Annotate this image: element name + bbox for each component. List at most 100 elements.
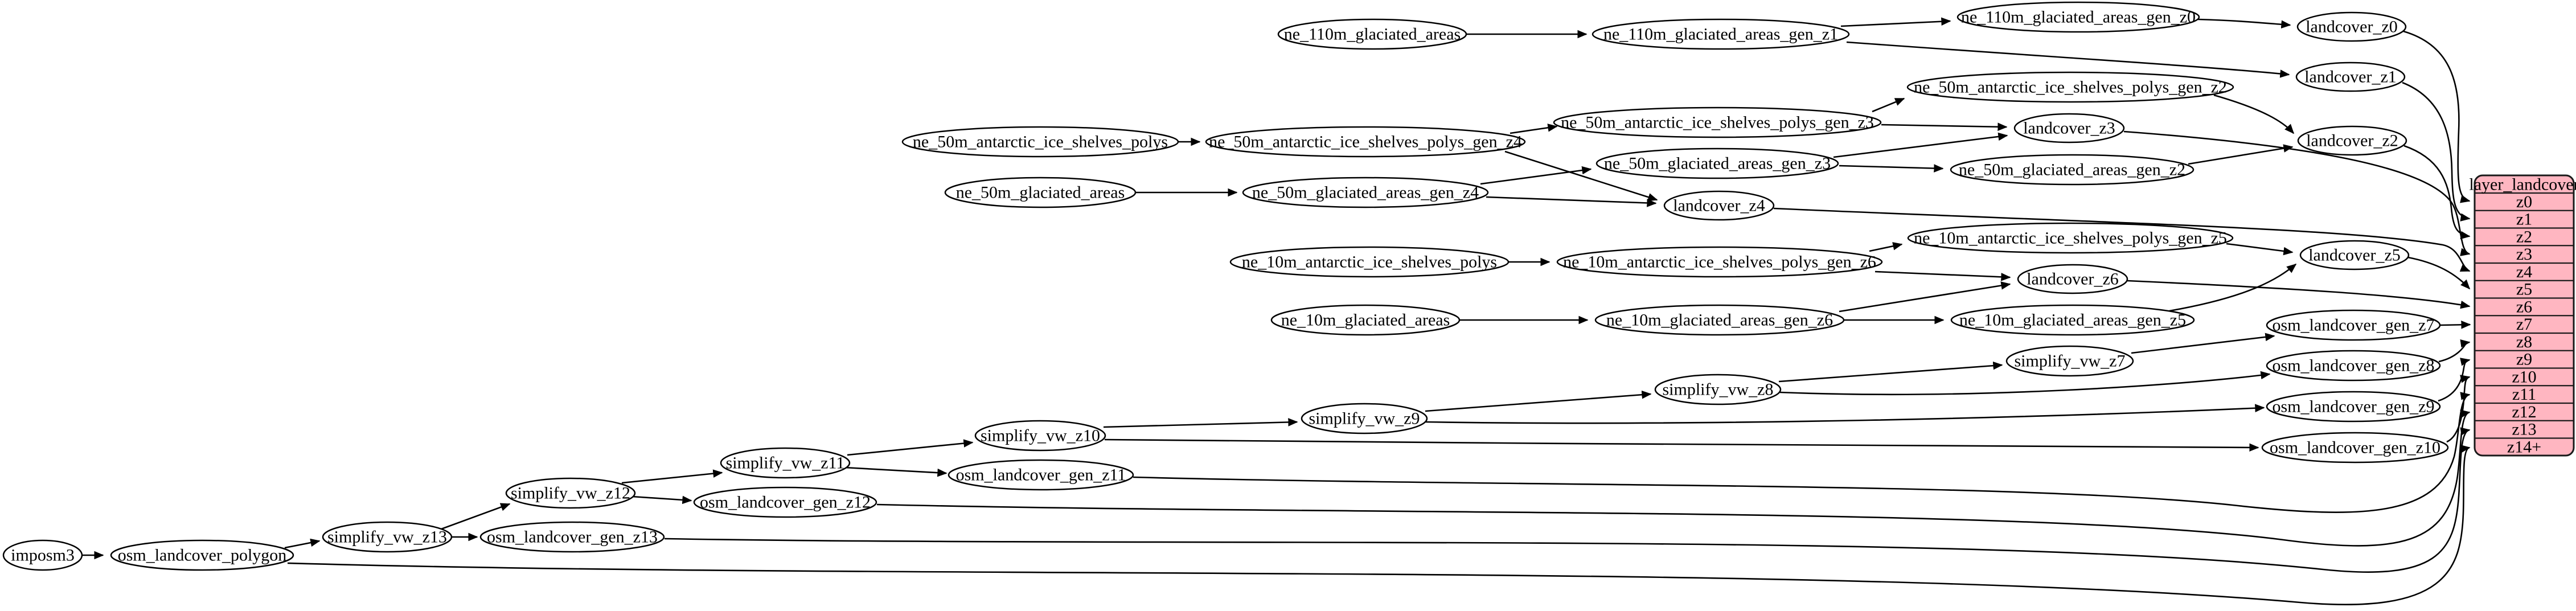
edge-simplify_vw_z8-osm_landcover_gen_z8 bbox=[1779, 371, 2271, 395]
edge-simplify_vw_z9-osm_landcover_gen_z9 bbox=[1425, 404, 2265, 424]
node-ne_50m_glaciated_areas: ne_50m_glaciated_areas bbox=[944, 177, 1137, 208]
node-ne_50m_glaciated_areas_gen_z2-label: ne_50m_glaciated_areas_gen_z2 bbox=[1959, 161, 2185, 179]
edge-simplify_vw_z7-osm_landcover_gen_z7 bbox=[2131, 333, 2275, 354]
node-simplify_vw_z12-shape bbox=[505, 477, 636, 509]
edge-ne_50m_glac_gen_z2-landcover_z2 bbox=[2188, 144, 2294, 165]
node-simplify_vw_z11-shape bbox=[720, 447, 851, 479]
node-simplify_vw_z12-label: simplify_vw_z12 bbox=[511, 484, 630, 503]
node-ne_10m_glaciated_areas_gen_z5: ne_10m_glaciated_areas_gen_z5 bbox=[1950, 304, 2195, 336]
node-landcover_z2-label: landcover_z2 bbox=[2306, 132, 2398, 150]
node-ne_110m_glaciated_areas_gen_z0-shape bbox=[1956, 1, 2200, 33]
node-landcover_z0: landcover_z0 bbox=[2296, 11, 2407, 42]
node-simplify_vw_z7: simplify_vw_z7 bbox=[2005, 345, 2134, 377]
edge-ne_50m_polys_gen_z4-gen_z3 bbox=[1509, 124, 1558, 134]
node-osm_landcover_gen_z8: osm_landcover_gen_z8 bbox=[2266, 350, 2441, 382]
node-ne_50m_antarctic_ice_shelves_polys_gen_z2: ne_50m_antarctic_ice_shelves_polys_gen_z… bbox=[1906, 71, 2234, 103]
table-row-z11: z11 bbox=[2512, 385, 2536, 404]
node-osm_landcover_gen_z12-shape bbox=[693, 486, 877, 518]
table-row-z14plus: z14+ bbox=[2507, 437, 2541, 456]
edge-osm_landcover_gen_z11-z11 bbox=[1133, 392, 2471, 513]
edge-simplify_vw_z10-osm_landcover_gen_z10 bbox=[1104, 438, 2259, 452]
edge-simplify_vw_z12-simplify_vw_z11 bbox=[621, 469, 723, 484]
node-imposm3-label: imposm3 bbox=[11, 546, 75, 565]
node-landcover_z3-shape bbox=[2013, 113, 2125, 143]
node-ne_50m_antarctic_ice_shelves_polys_gen_z4: ne_50m_antarctic_ice_shelves_polys_gen_z… bbox=[1205, 126, 1526, 158]
node-ne_50m_antarctic_ice_shelves_polys-label: ne_50m_antarctic_ice_shelves_polys bbox=[913, 133, 1168, 151]
edge-landcover_z1-z1 bbox=[2402, 81, 2471, 222]
node-ne_50m_glaciated_areas_gen_z3-label: ne_50m_glaciated_areas_gen_z3 bbox=[1604, 154, 1831, 173]
edge-simplify_vw_z8-simplify_vw_z7 bbox=[1778, 361, 2003, 383]
node-landcover_z5: landcover_z5 bbox=[2299, 240, 2410, 270]
node-osm_landcover_polygon-shape bbox=[110, 539, 294, 571]
node-ne_10m_antarctic_ice_shelves_polys_gen_z6-label: ne_10m_antarctic_ice_shelves_polys_gen_z… bbox=[1563, 253, 1876, 272]
node-ne_50m_antarctic_ice_shelves_polys_gen_z2-shape bbox=[1906, 71, 2234, 103]
node-simplify_vw_z8: simplify_vw_z8 bbox=[1654, 374, 1782, 405]
edge-landcover_z4-z4 bbox=[1773, 207, 2471, 272]
edge-ne_10m_polys_gen_z6-gen_z5 bbox=[1869, 242, 1903, 252]
node-ne_110m_glaciated_areas_gen_z0: ne_110m_glaciated_areas_gen_z0 bbox=[1956, 1, 2200, 33]
node-simplify_vw_z9-label: simplify_vw_z9 bbox=[1309, 409, 1420, 428]
table-row-z4: z4 bbox=[2516, 263, 2532, 281]
edge-landcover_z6-z6 bbox=[2127, 280, 2471, 309]
edge-ne_50m_glac_gen_z4-gen_z3 bbox=[1480, 166, 1592, 185]
node-landcover_z1-shape bbox=[2295, 61, 2406, 92]
node-landcover_z3-label: landcover_z3 bbox=[2023, 119, 2115, 138]
node-ne_110m_glaciated_areas: ne_110m_glaciated_areas bbox=[1277, 18, 1467, 50]
node-osm_landcover_gen_z9: osm_landcover_gen_z9 bbox=[2266, 391, 2441, 423]
node-osm_landcover_gen_z12: osm_landcover_gen_z12 bbox=[693, 486, 877, 518]
node-ne_50m_antarctic_ice_shelves_polys_gen_z2-label: ne_50m_antarctic_ice_shelves_polys_gen_z… bbox=[1914, 78, 2227, 97]
node-ne_110m_glaciated_areas_gen_z1-label: ne_110m_glaciated_areas_gen_z1 bbox=[1603, 25, 1838, 44]
node-osm_landcover_polygon-label: osm_landcover_polygon bbox=[118, 546, 287, 565]
node-ne_50m_antarctic_ice_shelves_polys: ne_50m_antarctic_ice_shelves_polys bbox=[901, 126, 1179, 158]
node-simplify_vw_z7-label: simplify_vw_z7 bbox=[2015, 352, 2126, 371]
node-landcover_z3: landcover_z3 bbox=[2013, 113, 2125, 143]
table-row-separators bbox=[2475, 192, 2574, 439]
edge-osm_landcover_gen_z8-z8 bbox=[2438, 339, 2471, 363]
node-ne_50m_glaciated_areas_gen_z2-shape bbox=[1950, 154, 2194, 186]
table-row-z7: z7 bbox=[2516, 315, 2532, 334]
node-landcover_z5-shape bbox=[2299, 240, 2410, 270]
edge-ne_10m_glac_gen_z6-landcover_z6 bbox=[1839, 281, 2011, 313]
node-simplify_vw_z11-label: simplify_vw_z11 bbox=[726, 454, 845, 473]
node-ne_50m_glaciated_areas_gen_z4-shape bbox=[1242, 177, 1489, 208]
node-ne_10m_glaciated_areas_gen_z5-shape bbox=[1950, 304, 2195, 336]
node-ne_50m_glaciated_areas_gen_z3: ne_50m_glaciated_areas_gen_z3 bbox=[1595, 147, 1839, 179]
edge-simplify_vw_z11-simplify_vw_z10 bbox=[847, 439, 974, 456]
edge-landcover_z0-z0 bbox=[2403, 30, 2471, 203]
node-landcover_z4: landcover_z4 bbox=[1663, 190, 1775, 221]
node-osm_landcover_gen_z7: osm_landcover_gen_z7 bbox=[2266, 309, 2441, 341]
table-row-z5: z5 bbox=[2516, 280, 2532, 299]
node-osm_landcover_gen_z7-shape bbox=[2266, 309, 2441, 341]
edge-simplify_vw_z12-osm_landcover_gen_z12 bbox=[631, 495, 692, 505]
edge-landcover_z3-z3 bbox=[2123, 130, 2471, 256]
edge-ne_50m_polys_gen_z4-landcover_z4 bbox=[1504, 150, 1658, 202]
node-imposm3: imposm3 bbox=[2, 539, 83, 571]
table-row-z8: z8 bbox=[2516, 333, 2532, 351]
table-row-z13: z13 bbox=[2512, 420, 2536, 439]
edge-ne_50m_polys_gen_z3-gen_z2 bbox=[1872, 97, 1905, 113]
edge-osm_landcover_gen_z12-z12 bbox=[876, 409, 2471, 547]
node-osm_landcover_gen_z13: osm_landcover_gen_z13 bbox=[479, 521, 665, 553]
node-simplify_vw_z10: simplify_vw_z10 bbox=[974, 420, 1106, 452]
node-imposm3-shape bbox=[2, 539, 83, 571]
node-ne_10m_antarctic_ice_shelves_polys-shape bbox=[1229, 246, 1509, 278]
node-simplify_vw_z9: simplify_vw_z9 bbox=[1301, 403, 1428, 434]
table-row-z0: z0 bbox=[2516, 192, 2532, 211]
node-landcover_z6-shape bbox=[2017, 264, 2128, 294]
node-ne_50m_glaciated_areas_gen_z2: ne_50m_glaciated_areas_gen_z2 bbox=[1950, 154, 2194, 186]
node-ne_110m_glaciated_areas_gen_z1-shape bbox=[1591, 18, 1850, 50]
edge-ne_50m_polys_gen_z3-landcover_z3 bbox=[1881, 122, 2008, 131]
edge-simplify_vw_z13-simplify_vw_z12 bbox=[441, 503, 511, 530]
node-simplify_vw_z13-label: simplify_vw_z13 bbox=[327, 528, 447, 547]
node-osm_landcover_polygon: osm_landcover_polygon bbox=[110, 539, 294, 571]
node-osm_landcover_gen_z13-shape bbox=[479, 521, 665, 553]
node-simplify_vw_z7-shape bbox=[2005, 345, 2134, 377]
node-ne_50m_glaciated_areas-shape bbox=[944, 177, 1137, 208]
node-osm_landcover_gen_z12-label: osm_landcover_gen_z12 bbox=[700, 493, 871, 512]
edge-osm_landcover_polygon-z14 bbox=[287, 445, 2471, 605]
node-osm_landcover_gen_z9-label: osm_landcover_gen_z9 bbox=[2273, 397, 2435, 416]
node-osm_landcover_gen_z10-label: osm_landcover_gen_z10 bbox=[2270, 438, 2440, 457]
edge-landcover_z5-z5 bbox=[2407, 256, 2471, 290]
node-ne_10m_antarctic_ice_shelves_polys_gen_z6: ne_10m_antarctic_ice_shelves_polys_gen_z… bbox=[1556, 246, 1883, 278]
